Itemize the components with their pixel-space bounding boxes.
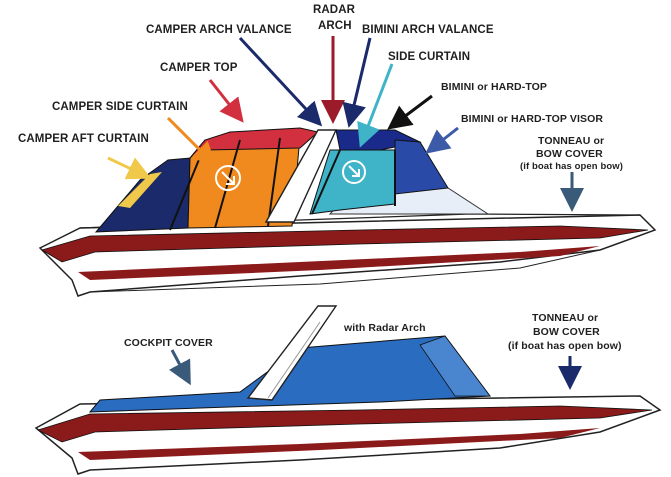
- cockpit-cover-front: [419, 335, 491, 397]
- bottom-radar-arch: [246, 305, 338, 401]
- label-tonneau-top-line2: BOW COVER: [536, 148, 603, 160]
- arrow-icon: [215, 165, 241, 191]
- label-side-curtain: SIDE CURTAIN: [388, 51, 470, 63]
- label-tonneau-top-line3: (if boat has open bow): [520, 161, 623, 172]
- label-tonneau-bottom-line2: BOW COVER: [533, 326, 600, 338]
- bimini-hard-top-arrow: [387, 94, 433, 130]
- bottom-radar-arch-inner: [267, 321, 321, 399]
- bimini-visor-panel: [394, 139, 449, 195]
- camper-aft-curtain-stripe: [118, 172, 162, 208]
- label-camper-side-curtain: CAMPER SIDE CURTAIN: [52, 101, 188, 113]
- side-curtain-arrow: [357, 63, 394, 148]
- bottom-hull-stripe: [36, 405, 653, 443]
- bottom-boat: [34, 305, 662, 475]
- cockpit-cover-arrow: [168, 349, 191, 386]
- label-tonneau-top-line1: TONNEAU or: [538, 135, 604, 147]
- label-radar-arch-line1: RADAR: [313, 4, 356, 16]
- visor-arrow: [425, 126, 459, 154]
- bottom-hull-stripe-lower: [78, 428, 600, 460]
- camper-side-curtain-arrow: [166, 116, 217, 167]
- bimini-arch-valance-arrow: [342, 37, 372, 128]
- label-cockpit-cover: COCKPIT COVER: [124, 337, 213, 349]
- label-tonneau-bottom-line3: (if boat has open bow): [508, 340, 622, 352]
- label-camper-top: CAMPER TOP: [160, 62, 238, 74]
- camper-aft-curtain-panel: [94, 157, 191, 233]
- top-hull-stripe: [41, 225, 649, 263]
- pointer-arrows: [107, 36, 584, 390]
- label-with-radar-arch: with Radar Arch: [343, 322, 426, 334]
- label-radar-arch-line2: ARCH: [318, 20, 352, 32]
- label-bimini-arch-valance: BIMINI ARCH VALANCE: [362, 24, 494, 36]
- label-bimini-hard-top: BIMINI or HARD-TOP: [441, 81, 547, 93]
- camper-arch-valance-arrow: [238, 36, 323, 127]
- arrow-icon: [342, 160, 366, 184]
- label-camper-aft-curtain: CAMPER AFT CURTAIN: [18, 133, 149, 145]
- label-camper-arch-valance: CAMPER ARCH VALANCE: [146, 24, 292, 36]
- camper-aft-curtain-arrow: [107, 156, 152, 180]
- camper-top-arrow: [208, 79, 244, 123]
- top-hull-stripe-lower: [78, 246, 600, 280]
- label-tonneau-bottom-line1: TONNEAU or: [532, 312, 598, 324]
- label-bimini-visor: BIMINI or HARD-TOP VISOR: [461, 113, 603, 125]
- top-hull-keel: [89, 249, 601, 293]
- labels: RADAR ARCH CAMPER ARCH VALANCE BIMINI AR…: [18, 4, 623, 352]
- bimini-frame: [311, 149, 396, 215]
- camper-top-panel: [189, 127, 320, 159]
